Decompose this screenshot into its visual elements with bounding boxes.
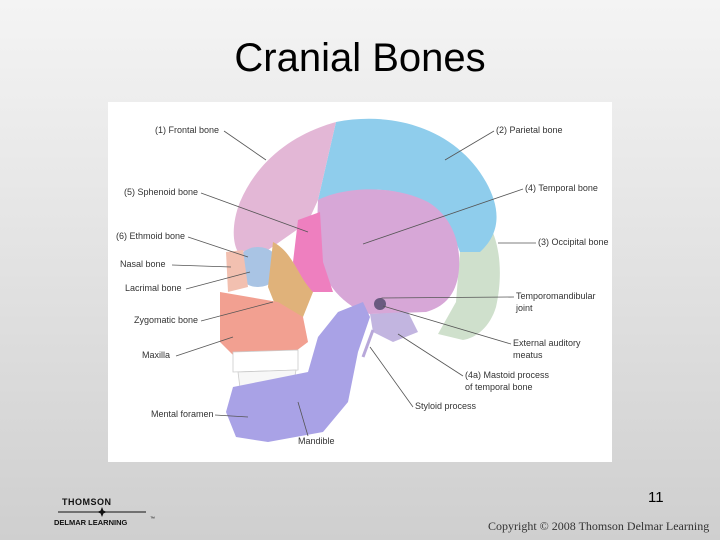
leader-temporal-bone <box>362 188 524 245</box>
label-external-auditory-line2: meatus <box>513 350 543 360</box>
label-maxilla: Maxilla <box>142 350 170 360</box>
label-styloid-process: Styloid process <box>415 401 477 411</box>
label-frontal-bone: (1) Frontal bone <box>155 125 219 135</box>
mastoid-process-region <box>370 312 418 342</box>
leader-parietal-bone <box>444 130 495 161</box>
label-tmj-line1: Temporomandibular <box>516 291 596 301</box>
external-auditory-meatus <box>374 298 386 310</box>
label-mastoid-line2: of temporal bone <box>465 382 533 392</box>
upper-teeth <box>232 349 299 373</box>
thomson-delmar-logo: THOMSON DELMAR LEARNING ™ <box>52 494 172 530</box>
mandible-region <box>226 302 370 442</box>
star-icon <box>97 507 107 517</box>
leader-styloid-process <box>369 346 414 408</box>
leader-mastoid <box>397 333 464 377</box>
label-mental-foramen: Mental foramen <box>151 409 214 419</box>
styloid-process <box>361 329 375 358</box>
leader-lacrimal-bone <box>185 271 251 290</box>
label-mastoid-line1: (4a) Mastoid process <box>465 370 550 380</box>
logo-line1: THOMSON <box>62 497 112 507</box>
leader-maxilla <box>175 336 234 357</box>
label-lacrimal-bone: Lacrimal bone <box>125 283 182 293</box>
label-nasal-bone: Nasal bone <box>120 259 166 269</box>
leader-ethmoid-bone <box>187 236 249 258</box>
leader-zygomatic-bone <box>200 301 274 322</box>
zygomatic-bone-region <box>268 242 313 317</box>
label-ethmoid-bone: (6) Ethmoid bone <box>116 231 185 241</box>
label-sphenoid-bone: (5) Sphenoid bone <box>124 187 198 197</box>
leader-sphenoid-bone <box>200 192 309 233</box>
label-occipital-bone: (3) Occipital bone <box>538 237 609 247</box>
leader-mental-foramen <box>214 414 249 418</box>
logo-tm: ™ <box>150 516 155 522</box>
page-number: 11 <box>648 489 664 506</box>
label-temporal-bone: (4) Temporal bone <box>525 183 598 193</box>
slide-title: Cranial Bones <box>234 36 486 80</box>
logo-line2: DELMAR LEARNING <box>54 518 127 527</box>
leader-tmj <box>379 296 515 299</box>
skull-illustration: (1) Frontal bone (5) Sphenoid bone (6) E… <box>116 118 609 446</box>
label-external-auditory-line1: External auditory <box>513 338 581 348</box>
leader-mandible <box>297 401 309 437</box>
leader-external-auditory <box>382 305 512 345</box>
frontal-bone-region <box>233 122 336 252</box>
copyright-notice: Copyright © 2008 Thomson Delmar Learning <box>488 519 710 533</box>
maxilla-region <box>220 292 308 360</box>
label-mandible: Mandible <box>298 436 335 446</box>
label-parietal-bone: (2) Parietal bone <box>496 125 563 135</box>
logo-graphic: THOMSON DELMAR LEARNING ™ <box>54 497 155 527</box>
leader-nasal-bone <box>171 264 232 268</box>
leader-frontal-bone <box>223 130 267 161</box>
label-zygomatic-bone: Zygomatic bone <box>134 315 198 325</box>
label-tmj-line2: joint <box>515 303 533 313</box>
sphenoid-bone-region <box>293 212 333 292</box>
skull-diagram: (1) Frontal bone (5) Sphenoid bone (6) E… <box>108 102 612 462</box>
nasal-bone-region <box>226 250 248 292</box>
parietal-bone-region <box>318 118 497 252</box>
temporal-bone-region <box>316 189 460 314</box>
